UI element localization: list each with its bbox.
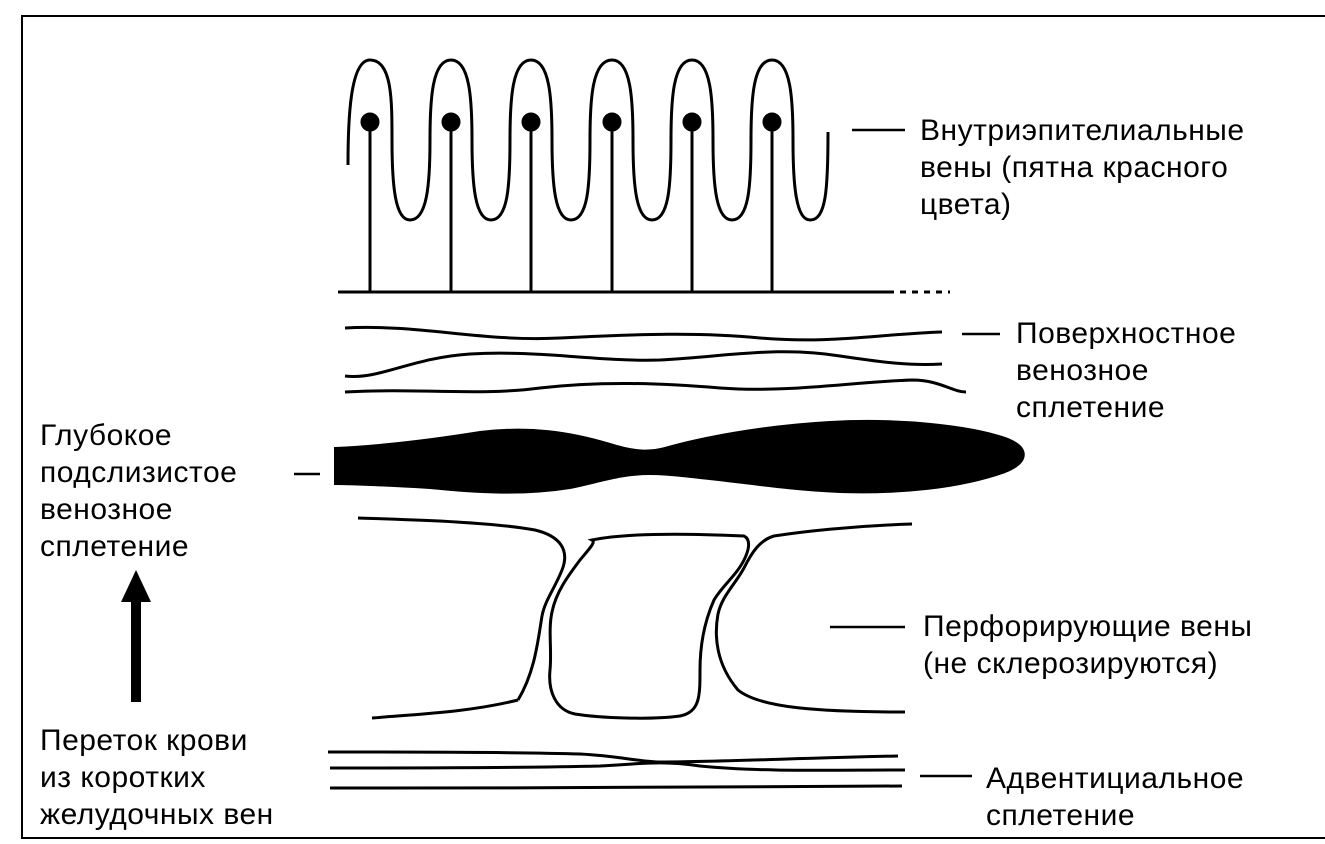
label-line: сплетение [986,799,1136,832]
label-line: Перфорирующие вены [923,610,1253,643]
label-line: Глубокое [40,419,173,452]
vein-dot [762,112,782,132]
blood-flow-arrow-icon [121,570,151,702]
perforating-veins [357,516,913,720]
vein-dot [682,112,702,132]
label-adventitial: Адвентициальное сплетение [986,760,1244,834]
perforating-vein-line [357,516,567,701]
label-line: из коротких [40,761,206,794]
adventitial-vein-line [327,750,899,764]
intraepithelial-stems [360,112,782,292]
label-superficial: Поверхностное венозное сплетение [1016,315,1236,426]
deep-submucosal-plexus-shape [334,419,1025,494]
label-line: желудочных вен [40,798,274,831]
label-line: подслизистое [40,456,238,489]
superficial-plexus [344,325,967,394]
adventitial-vein-line [329,784,903,790]
adventitial-vein-line [329,761,906,772]
vein-dot [602,112,622,132]
label-perforating: Перфорирующие вены (не склерозируются) [923,608,1252,682]
label-line: вены (пятна красного [920,151,1229,184]
perforating-vein-line [371,698,519,720]
label-line: сплетение [1016,391,1166,424]
intraepithelial-loop-line [346,58,830,222]
label-line: Переток крови [40,724,248,757]
label-deep: Глубокое подслизистое венозное сплетение [40,417,237,565]
label-line: сплетение [40,530,190,563]
label-line: Внутриэпителиальные [920,114,1245,147]
perforating-vein-line [548,532,751,720]
label-line: Адвентициальное [986,762,1245,795]
label-line: цвета) [920,188,1012,221]
perforating-vein-line [714,522,913,714]
vein-dot [360,112,380,132]
label-line: Поверхностное [1016,317,1237,350]
label-intraepithelial: Внутриэпителиальные вены (пятна красного… [920,112,1245,223]
superficial-vein-line [344,378,967,394]
superficial-vein-line [344,325,943,342]
label-line: (не склерозируются) [923,647,1219,680]
adventitial-plexus [327,750,906,790]
label-line: венозное [1016,354,1149,387]
label-inflow: Переток крови из коротких желудочных вен [40,722,274,833]
vein-dot [521,112,541,132]
superficial-vein-line [344,350,943,378]
vein-dot [441,112,461,132]
label-line: венозное [40,493,173,526]
diagram-frame [21,15,1325,839]
